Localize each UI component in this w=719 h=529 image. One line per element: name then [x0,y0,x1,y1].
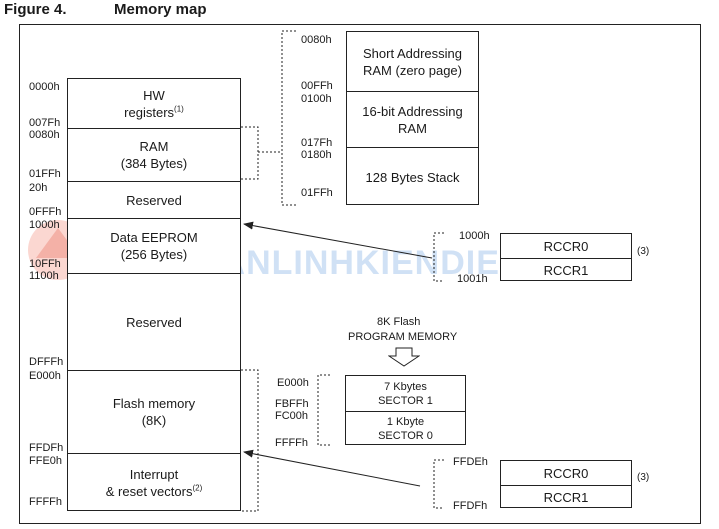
sector-0-size: 1 Kbyte [386,416,425,428]
figure-number: Figure 4. [4,1,67,18]
data-eeprom-block: Data EEPROM (256 Bytes) [68,218,240,273]
flash-heading-1: 8K Flash [377,316,421,328]
eeprom-size: (256 Bytes) [120,247,188,262]
hw-registers-block: HW registers(1) [68,79,240,128]
addr-0000h: 0000h [29,81,60,93]
addr-10FFh: 10FFh [29,258,61,270]
reserved-block-1: Reserved [68,181,240,218]
reserved-label-1: Reserved [126,192,182,208]
addr-E000h: E000h [29,370,61,382]
zero-page-ram-block: Short Addressing RAM (zero page) [347,32,478,91]
figure-title: Figure 4. Memory map [4,1,207,18]
addr-01FFh: 01FFh [29,168,61,180]
flash-sector-column: 7 Kbytes SECTOR 1 1 Kbyte SECTOR 0 [345,375,466,445]
stack-label: 128 Bytes Stack [365,169,460,185]
ram-addr-00FFh: 00FFh [301,80,333,92]
ram-addr-017Fh: 017Fh [301,137,333,149]
figure-caption: Memory map [114,1,207,18]
ram-addr-0100h: 0100h [301,93,332,105]
flash-label: Flash memory [112,396,196,411]
memory-map-column: HW registers(1) RAM (384 Bytes) Reserved… [67,78,241,511]
ram-addr-0080h: 0080h [301,34,332,46]
vector-rccr-box: RCCR0 RCCR1 [500,460,632,508]
sector-0-name: SECTOR 0 [378,430,433,442]
ram-addr-0180h: 0180h [301,149,332,161]
eeprom-rccr1-label: RCCR1 [543,263,589,278]
flash-heading-2: PROGRAM MEMORY [348,331,458,343]
ram-size: (384 Bytes) [120,156,188,171]
ram-addr-01FFh: 01FFh [301,187,333,199]
16bit-line2: RAM [398,120,427,136]
eeprom-label: Data EEPROM [110,230,198,245]
eeprom-addr-1000h: 1000h [459,230,490,242]
eeprom-addr-1001h: 1001h [457,273,488,285]
flash-size: (8K) [141,413,167,428]
addr-1100h: 1100h [29,270,59,282]
addr-0080h: 0080h [29,129,60,141]
eeprom-rccr0-label: RCCR0 [543,238,589,254]
flash-addr-FFFFh: FFFFh [275,437,308,449]
vector-note-3: (3) [637,472,650,483]
vector-rccr0: RCCR0 [501,461,631,485]
zero-page-line2: RAM (zero page) [363,62,462,78]
down-arrow-icon [388,347,420,367]
eeprom-rccr-box: RCCR0 RCCR1 [500,233,632,281]
sector-1-size: 7 Kbytes [384,380,427,393]
ram-label: RAM [139,139,169,154]
addr-0FFFh: 0FFFh [29,206,62,218]
addr-FFE0h: FFE0h [29,455,63,467]
interrupt-line2: & reset vectors [105,484,193,499]
vector-rccr0-label: RCCR0 [543,465,589,481]
ram-detail-column: Short Addressing RAM (zero page) 16-bit … [346,31,479,205]
sector-0-block: 1 Kbyte SECTOR 0 [346,411,465,446]
hw-registers-line1: HW [143,87,165,103]
addr-20h: 20h [29,182,48,194]
eeprom-note-3: (3) [637,246,650,257]
reserved-label-2: Reserved [126,314,182,330]
eeprom-rccr1: RCCR1 [501,258,631,282]
footnote-1-marker: (1) [174,104,184,114]
sector-1-name: SECTOR 1 [378,394,433,407]
vector-rccr1-label: RCCR1 [543,490,589,505]
addr-FFFFh: FFFFh [29,496,62,508]
addr-1000h: 1000h [29,219,60,231]
stack-block: 128 Bytes Stack [347,147,478,206]
addr-DFFFh: DFFFh [29,356,64,368]
zero-page-line1: Short Addressing [362,45,462,61]
16bit-line1: 16-bit Addressing [362,103,463,119]
ram-block: RAM (384 Bytes) [68,128,240,181]
interrupt-vectors-block: Interrupt & reset vectors(2) [68,453,240,512]
vector-addr-FFDEh: FFDEh [453,456,488,468]
16bit-ram-block: 16-bit Addressing RAM [347,91,478,147]
addr-FFDFh: FFDFh [29,442,64,454]
vector-rccr1: RCCR1 [501,485,631,509]
vector-addr-FFDFh: FFDFh [453,500,488,512]
footnote-2-marker: (2) [192,483,203,493]
figure-frame [19,24,701,524]
interrupt-line1: Interrupt [129,467,179,482]
addr-007Fh: 007Fh [29,117,61,129]
reserved-block-2: Reserved [68,273,240,370]
flash-addr-E000h: E000h [277,377,309,389]
eeprom-rccr0: RCCR0 [501,234,631,258]
sector-1-block: 7 Kbytes SECTOR 1 [346,376,465,411]
flash-addr-FBFFh: FBFFh [275,398,309,410]
flash-memory-block: Flash memory (8K) [68,370,240,453]
hw-registers-line2: registers [124,104,175,120]
flash-addr-FC00h: FC00h [275,410,309,422]
